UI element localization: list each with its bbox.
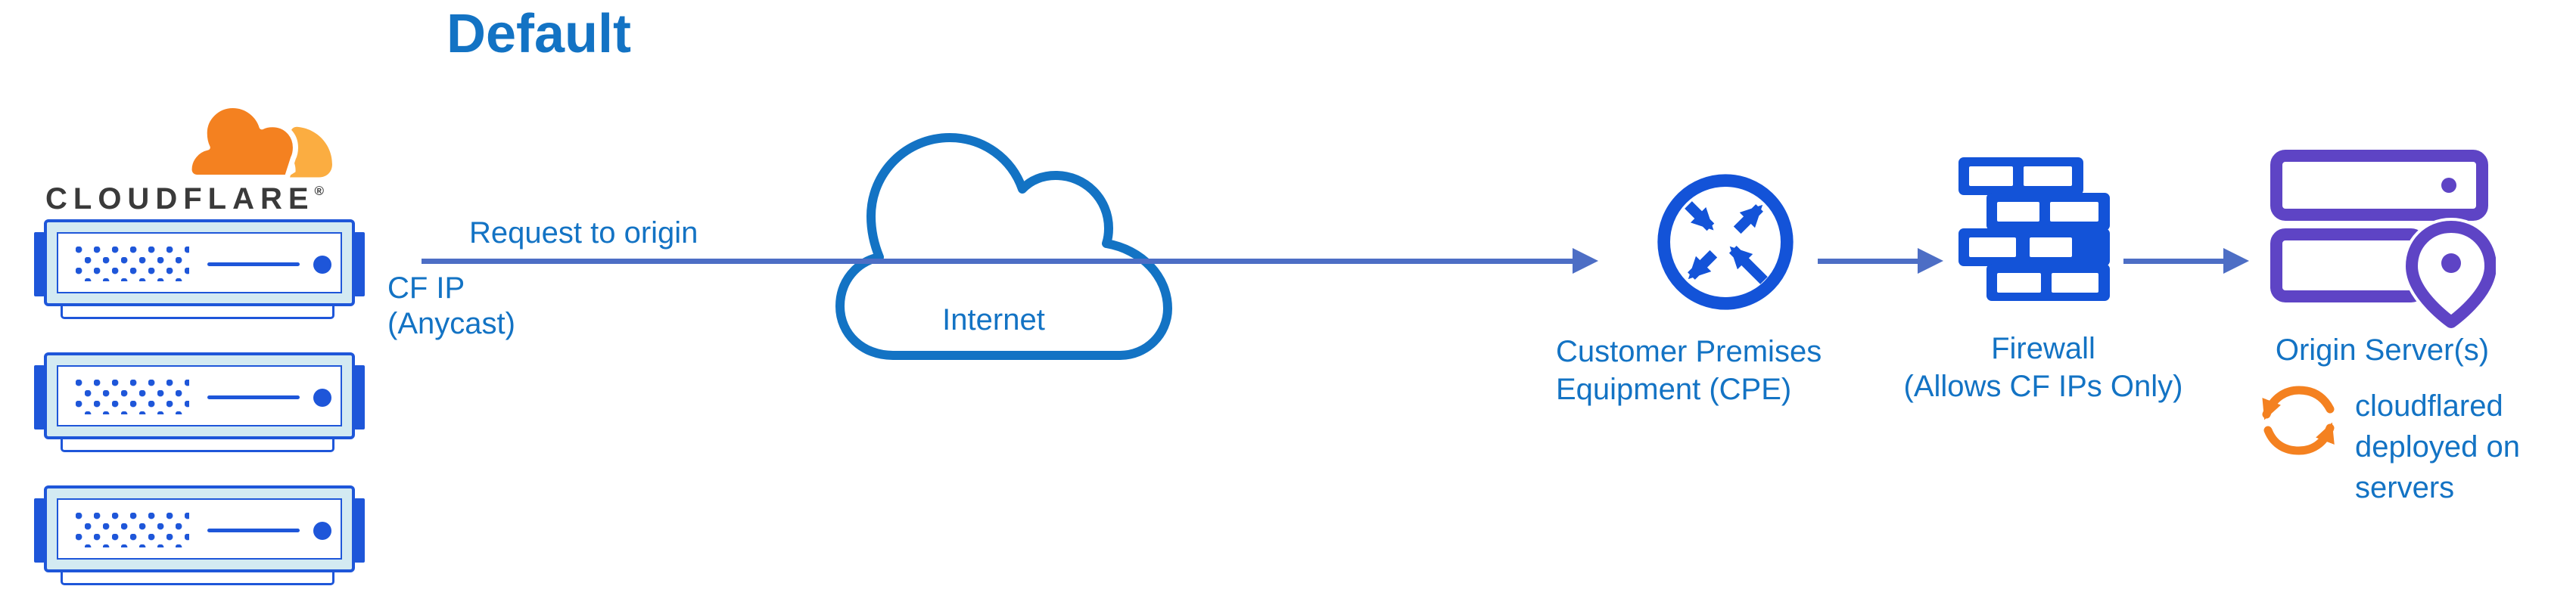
cpe-to-firewall-line bbox=[1818, 259, 1918, 264]
cloudflared-note: cloudflared deployed on servers bbox=[2355, 386, 2520, 508]
server-ear-right bbox=[354, 498, 365, 563]
server-led bbox=[313, 522, 331, 540]
diagram-title: Default bbox=[446, 4, 632, 64]
firewall-label-line1: Firewall bbox=[1991, 332, 2095, 365]
location-pin-icon bbox=[2402, 217, 2496, 331]
cloudflare-wordmark: CLOUDFLARE® bbox=[45, 182, 324, 216]
note-line3: servers bbox=[2355, 471, 2455, 504]
firewall-label-line2: (Allows CF IPs Only) bbox=[1903, 370, 2183, 403]
firewall-icon bbox=[1958, 157, 2110, 301]
note-line2: deployed on bbox=[2355, 430, 2520, 464]
server-body bbox=[44, 219, 355, 306]
server-body bbox=[44, 352, 355, 439]
cpe-router-icon bbox=[1657, 174, 1794, 310]
internet-cloud-icon bbox=[835, 133, 1172, 360]
cpe-label-line2: Equipment (CPE) bbox=[1556, 373, 1792, 406]
server-led bbox=[313, 389, 331, 407]
cf-ip-anycast-label: CF IP (Anycast) bbox=[387, 271, 515, 342]
origin-servers-icon bbox=[2270, 150, 2496, 331]
arrow-right-icon bbox=[2223, 248, 2249, 274]
cloudflare-edge-server-icon bbox=[34, 218, 365, 324]
cloudflare-edge-server-icon bbox=[34, 351, 365, 457]
origin-servers-label: Origin Server(s) bbox=[2275, 333, 2490, 367]
registered-trademark: ® bbox=[314, 184, 325, 198]
request-to-origin-label: Request to origin bbox=[469, 216, 698, 250]
arrow-right-icon bbox=[1573, 248, 1598, 274]
anycast-line: (Anycast) bbox=[387, 307, 515, 340]
server-slot-line bbox=[207, 395, 300, 399]
server-vent-dots bbox=[76, 380, 189, 414]
server-ear-right bbox=[354, 365, 365, 429]
server-vent-dots bbox=[76, 513, 189, 547]
server-led bbox=[313, 256, 331, 274]
server-ear-right bbox=[354, 232, 365, 296]
cloudflare-edge-server-icon bbox=[34, 484, 365, 590]
cpe-label-line1: Customer Premises bbox=[1556, 335, 1822, 368]
server-ear-left bbox=[34, 365, 45, 429]
server-body bbox=[44, 485, 355, 572]
arrow-right-icon bbox=[1918, 248, 1943, 274]
cloudflare-wordmark-text: CLOUDFLARE bbox=[45, 182, 315, 216]
note-line1: cloudflared bbox=[2355, 389, 2503, 423]
internet-label: Internet bbox=[942, 303, 1045, 336]
server-ear-left bbox=[34, 232, 45, 296]
server-slot-line bbox=[207, 262, 300, 266]
server-ear-left bbox=[34, 498, 45, 563]
server-slot-line bbox=[207, 529, 300, 532]
cf-ip-line: CF IP bbox=[387, 271, 465, 305]
request-line bbox=[422, 259, 1573, 264]
cpe-label: Customer Premises Equipment (CPE) bbox=[1556, 333, 1822, 408]
firewall-to-origin-line bbox=[2123, 259, 2223, 264]
cloudflare-logo-icon bbox=[189, 104, 332, 180]
firewall-label: Firewall (Allows CF IPs Only) bbox=[1892, 330, 2195, 405]
sync-arrows-icon bbox=[2262, 386, 2335, 455]
server-vent-dots bbox=[76, 247, 189, 281]
